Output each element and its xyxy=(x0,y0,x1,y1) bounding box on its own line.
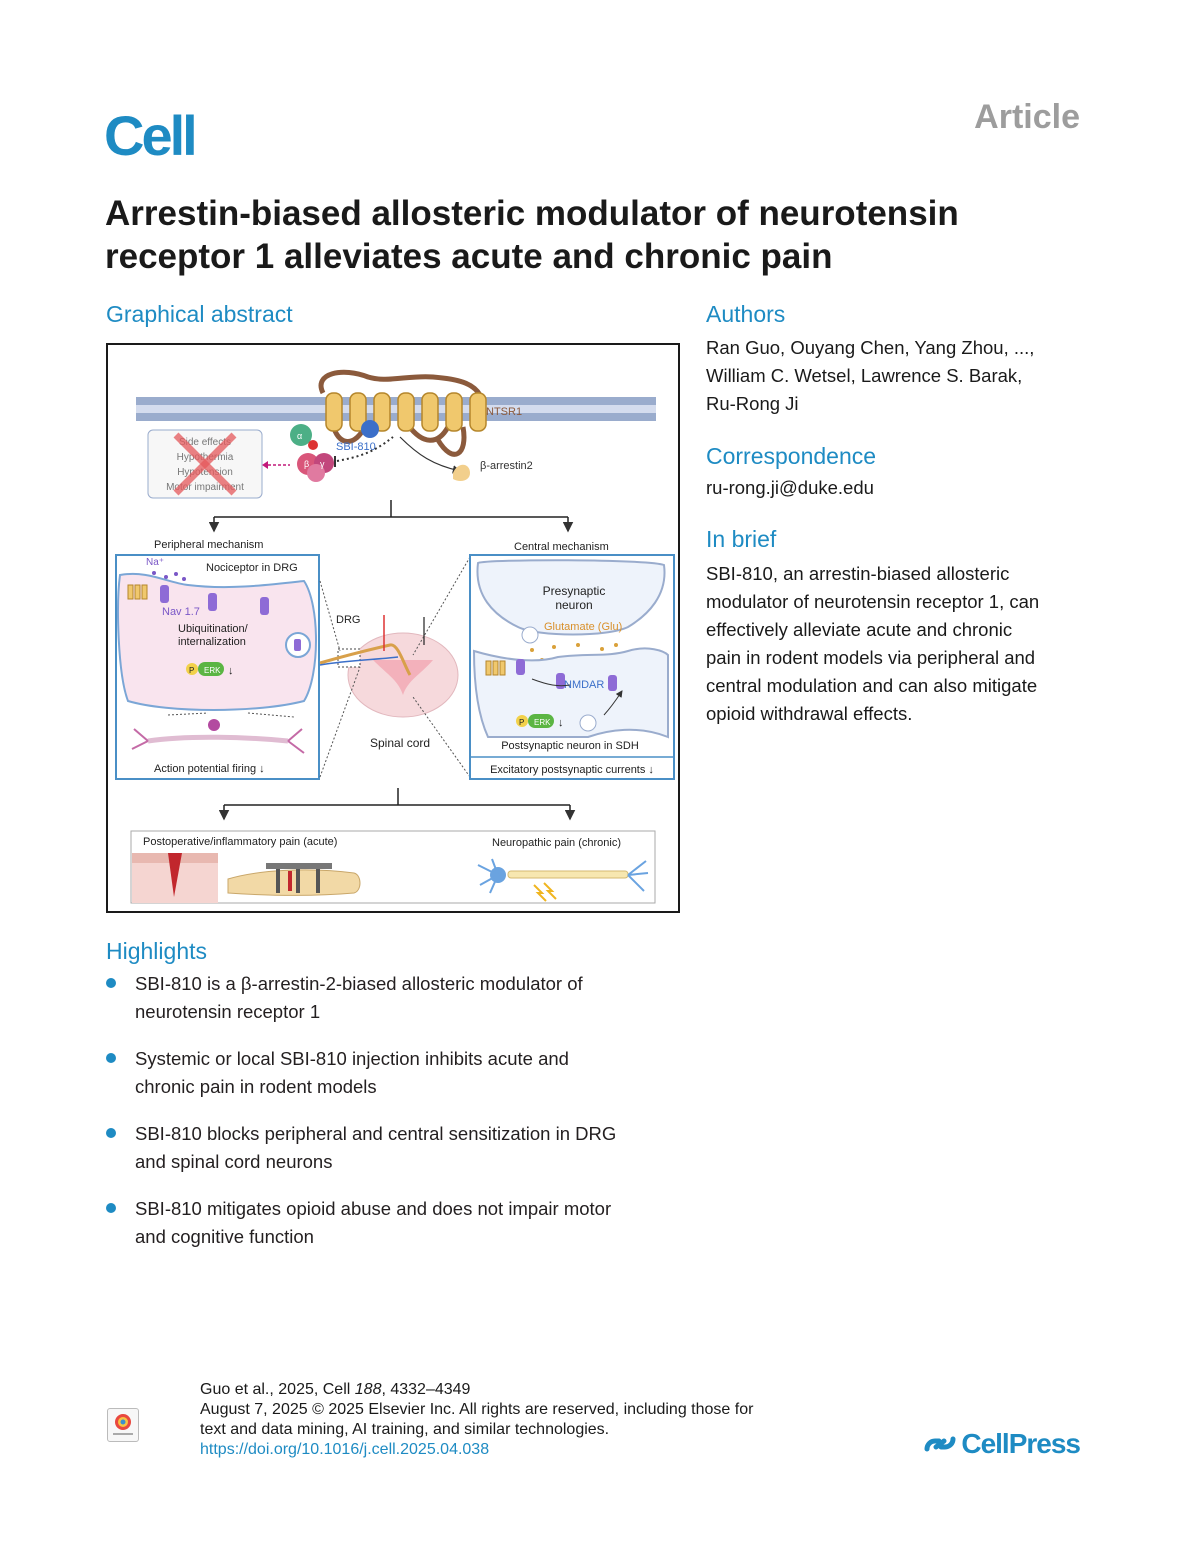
citation-footer: Guo et al., 2025, Cell 188, 4332–4349 Au… xyxy=(200,1381,754,1458)
svg-text:Spinal cord: Spinal cord xyxy=(370,736,430,750)
svg-text:Nociceptor in DRG: Nociceptor in DRG xyxy=(206,562,298,574)
svg-text:Hypothermia: Hypothermia xyxy=(177,452,234,463)
svg-text:DRG: DRG xyxy=(336,614,360,626)
cellpress-link-icon xyxy=(924,1436,956,1452)
svg-text:Nav 1.7: Nav 1.7 xyxy=(162,606,200,618)
highlight-item: Systemic or local SBI-810 injection inhi… xyxy=(106,1045,706,1101)
svg-text:Action potential firing ↓: Action potential firing ↓ xyxy=(154,763,265,775)
highlight-item: SBI-810 is a β-arrestin-2-biased alloste… xyxy=(106,970,706,1026)
doi-link[interactable]: https://doi.org/10.1016/j.cell.2025.04.0… xyxy=(200,1441,490,1458)
svg-text:Central mechanism: Central mechanism xyxy=(514,541,609,553)
svg-text:P: P xyxy=(189,666,194,675)
svg-text:ERK: ERK xyxy=(204,666,221,675)
highlight-item: SBI-810 blocks peripheral and central se… xyxy=(106,1120,706,1176)
svg-text:α: α xyxy=(297,431,302,441)
authors-list: Ran Guo, Ouyang Chen, Yang Zhou, ..., Wi… xyxy=(706,337,1035,414)
svg-text:Side effects: Side effects xyxy=(179,437,231,448)
highlights-heading: Highlights xyxy=(106,938,207,964)
svg-text:Glutamate (Glu): Glutamate (Glu) xyxy=(544,621,622,633)
svg-text:↓: ↓ xyxy=(558,717,564,729)
svg-text:↓: ↓ xyxy=(228,665,234,677)
sbi810-molecule xyxy=(361,420,379,438)
graphical-abstract-figure: NTSR1 SBI-810 α β γ β-arrestin2 Side eff… xyxy=(106,343,680,913)
svg-text:Postoperative/inflammatory pai: Postoperative/inflammatory pain (acute) xyxy=(143,836,337,848)
svg-text:Na⁺: Na⁺ xyxy=(146,557,164,568)
in-brief-heading: In brief xyxy=(706,526,777,552)
barrestin-label: β-arrestin2 xyxy=(480,460,533,472)
ntsr1-helices xyxy=(325,392,487,432)
svg-text:P: P xyxy=(519,718,524,727)
cell-logo: Cell xyxy=(104,104,198,167)
svg-text:Peripheral mechanism: Peripheral mechanism xyxy=(154,539,263,551)
svg-text:ERK: ERK xyxy=(534,718,551,727)
svg-text:internalization: internalization xyxy=(178,636,246,648)
svg-text:Neuropathic pain (chronic): Neuropathic pain (chronic) xyxy=(492,837,621,849)
bullet-icon xyxy=(106,1128,116,1138)
svg-text:β: β xyxy=(304,459,309,469)
svg-text:NMDAR: NMDAR xyxy=(564,679,604,691)
svg-text:Excitatory postsynaptic curren: Excitatory postsynaptic currents ↓ xyxy=(490,764,654,776)
in-brief-text: SBI-810, an arrestin-biased allosteric m… xyxy=(706,563,1040,724)
highlights-list: SBI-810 is a β-arrestin-2-biased alloste… xyxy=(106,970,706,1270)
svg-text:Postsynaptic neuron in SDH: Postsynaptic neuron in SDH xyxy=(501,740,639,752)
highlight-item: SBI-810 mitigates opioid abuse and does … xyxy=(106,1195,706,1251)
graphical-abstract-heading: Graphical abstract xyxy=(106,301,293,327)
check-for-updates-icon[interactable] xyxy=(107,1408,139,1442)
authors-heading: Authors xyxy=(706,301,786,327)
svg-text:Presynaptic: Presynaptic xyxy=(543,584,606,598)
svg-text:Ubiquitination/: Ubiquitination/ xyxy=(178,623,249,635)
svg-text:Hypotension: Hypotension xyxy=(177,467,233,478)
bullet-icon xyxy=(106,1053,116,1063)
article-type-label: Article xyxy=(974,98,1080,136)
svg-text:γ: γ xyxy=(320,459,325,469)
svg-text:neuron: neuron xyxy=(555,598,592,612)
svg-text:Motor impairment: Motor impairment xyxy=(166,482,244,493)
correspondence-email[interactable]: ru-rong.ji@duke.edu xyxy=(706,477,874,498)
article-title: Arrestin-biased allosteric modulator of … xyxy=(105,194,959,276)
correspondence-heading: Correspondence xyxy=(706,443,877,469)
ntsr1-label: NTSR1 xyxy=(486,406,522,418)
cellpress-logo: CellPress xyxy=(923,1428,1081,1460)
bullet-icon xyxy=(106,1203,116,1213)
bullet-icon xyxy=(106,978,116,988)
sbi810-label: SBI-810 xyxy=(336,441,376,453)
